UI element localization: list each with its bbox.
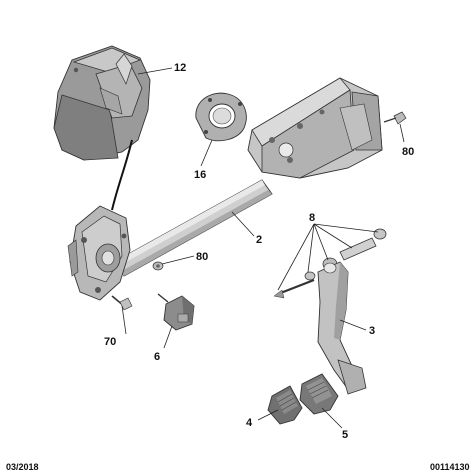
part-6-switch — [157, 293, 195, 331]
callout-8: 8 — [309, 212, 315, 224]
part-12-housing — [53, 45, 151, 161]
part-16-flange — [195, 92, 247, 142]
pedal-mechanism-left — [67, 205, 131, 301]
part-2-shaft — [113, 179, 273, 277]
cable — [111, 139, 133, 211]
callout-3: 3 — [369, 325, 375, 337]
callout-2: 2 — [256, 234, 262, 246]
footer-reference: 00114130 — [430, 462, 470, 472]
leader-lines — [121, 67, 405, 429]
callout-12: 12 — [174, 62, 186, 74]
part-4-pedal-pad — [267, 385, 303, 425]
callout-6: 6 — [154, 351, 160, 363]
part-80-bolt-upper — [383, 111, 407, 125]
callout-5: 5 — [342, 429, 348, 441]
part-3-pedal-arm — [317, 261, 367, 395]
pedal-bracket — [247, 77, 383, 179]
callout-80-lower: 80 — [196, 251, 208, 263]
callout-80-upper: 80 — [402, 146, 414, 158]
part-80-bolt-lower — [152, 261, 164, 271]
callout-16: 16 — [194, 169, 206, 181]
callout-4: 4 — [246, 417, 253, 429]
part-5-pedal-pad — [299, 373, 339, 415]
part-70-screw — [111, 295, 133, 311]
footer-date: 03/2018 — [6, 462, 39, 472]
callout-70: 70 — [104, 336, 116, 348]
